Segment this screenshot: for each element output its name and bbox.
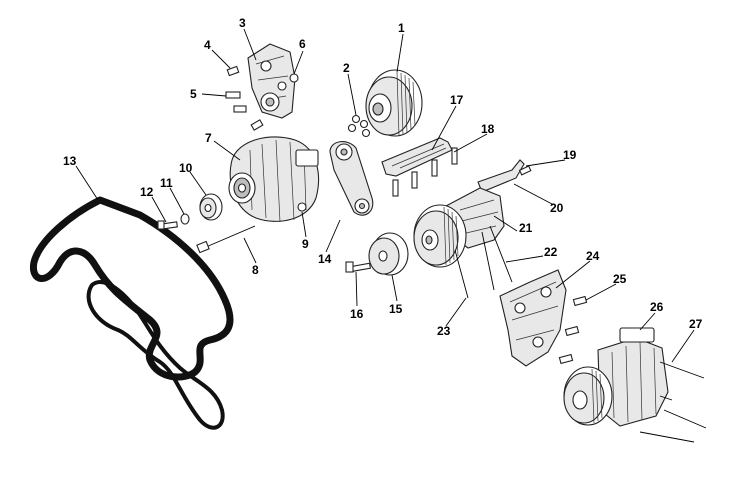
callout-19: 19 (563, 148, 577, 162)
power-steering-pump (413, 187, 513, 299)
callout-25: 25 (613, 272, 627, 286)
compressor-mounting-bracket (499, 269, 588, 367)
callout-labels: 1 2 3 4 5 6 7 8 9 10 11 12 13 14 15 16 1… (63, 16, 703, 338)
pulley-nuts (347, 114, 371, 138)
callout-7: 7 (205, 131, 212, 145)
callout-2: 2 (343, 61, 350, 75)
callout-9: 9 (302, 237, 309, 251)
idler-pulley-small (157, 193, 256, 254)
callout-8: 8 (252, 263, 259, 277)
callout-4: 4 (204, 38, 211, 52)
alternator (228, 136, 319, 223)
shield-bracket (381, 137, 458, 197)
ac-compressor (563, 327, 707, 443)
serpentine-belt (29, 196, 234, 430)
callout-11: 11 (160, 176, 173, 190)
idler-pulley-large (345, 232, 409, 276)
callout-17: 17 (450, 93, 464, 107)
callout-18: 18 (481, 122, 495, 136)
callout-20: 20 (550, 201, 564, 215)
belt-tensioner-assembly (225, 43, 299, 131)
crankshaft-pulley (365, 69, 423, 137)
callout-6: 6 (299, 37, 306, 51)
leader-lines (75, 28, 695, 363)
callout-12: 12 (140, 185, 154, 199)
callout-22: 22 (544, 245, 558, 259)
small-bracket (477, 159, 532, 193)
callout-3: 3 (239, 16, 246, 30)
callout-27: 27 (689, 317, 703, 331)
callout-14: 14 (318, 252, 332, 266)
callout-21: 21 (519, 221, 533, 235)
callout-26: 26 (650, 300, 664, 314)
callout-5: 5 (190, 87, 197, 101)
callout-23: 23 (437, 324, 451, 338)
callout-13: 13 (63, 154, 77, 168)
callout-1: 1 (398, 21, 405, 35)
callout-24: 24 (586, 249, 600, 263)
tensioner-arm (329, 141, 374, 216)
callout-16: 16 (350, 307, 364, 321)
callout-15: 15 (389, 302, 403, 316)
callout-10: 10 (179, 161, 193, 175)
